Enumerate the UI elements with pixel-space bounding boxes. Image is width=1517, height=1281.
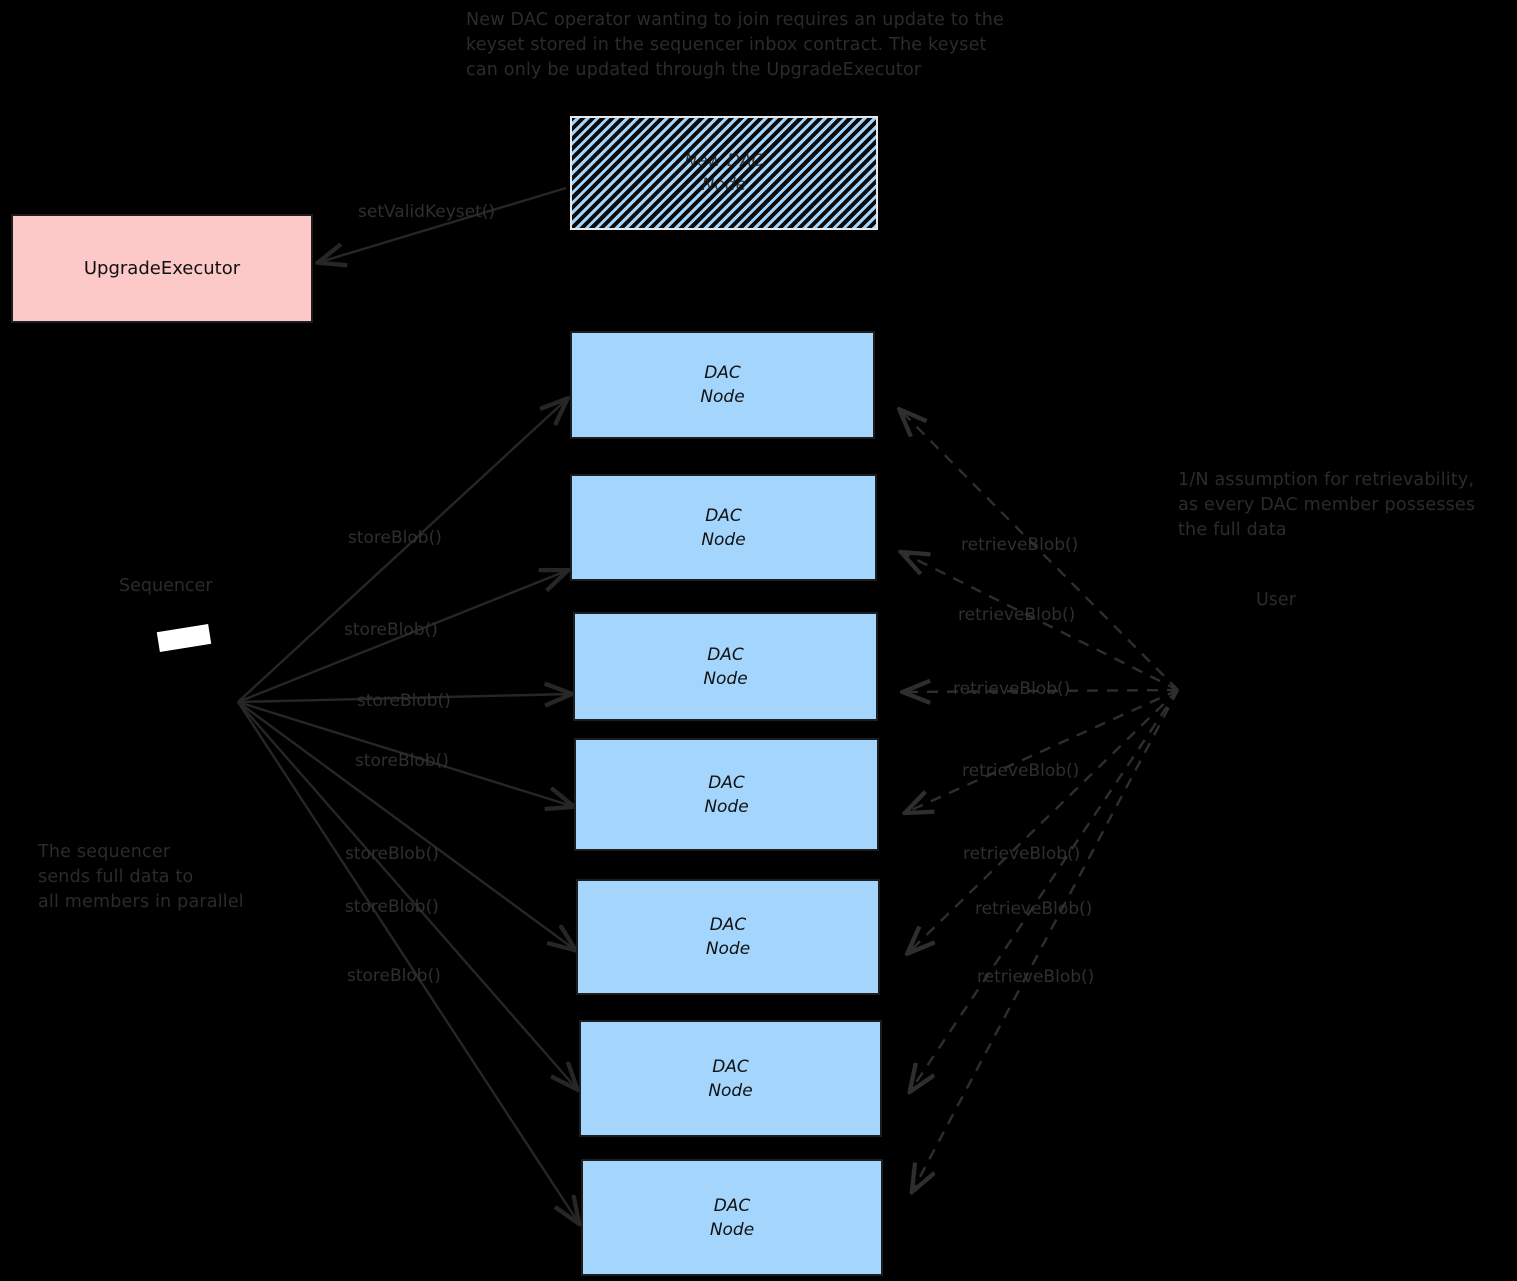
edge-label-storeblob-2: storeBlob() [344,620,438,640]
dac-node-6[interactable]: DAC Node [579,1020,882,1137]
dac-node-5[interactable]: DAC Node [576,879,880,995]
dac-node-4[interactable]: DAC Node [574,738,879,851]
sequencer-label: Sequencer [119,576,213,596]
dac-node-label: DAC Node [703,644,748,689]
dac-node-label: DAC Node [709,1195,755,1240]
edge-storeblob-7 [236,701,578,1222]
edge-setvalidkeyset [320,186,567,262]
edge-label-storeblob-6: storeBlob() [345,897,439,917]
sequencer-icon [156,624,212,652]
new-dac-node-label: New DAC Node [684,151,764,195]
edge-label-storeblob-4: storeBlob() [355,751,449,771]
edge-label-retrieveblob-2: retrieveBlob() [958,605,1076,625]
dac-node-label: DAC Node [700,363,745,407]
dac-node-label: DAC Node [701,505,746,550]
dac-node-label: DAC Node [708,1056,753,1101]
note-sequencer-parallel: The sequencer sends full data to all mem… [38,842,244,912]
dac-node-3[interactable]: DAC Node [573,612,878,721]
edge-retrieveblob-6 [911,689,1179,1090]
note-keyset-update: New DAC operator wanting to join require… [466,10,1004,80]
dac-node-2[interactable]: DAC Node [570,474,877,581]
new-dac-node-box[interactable]: New DAC Node [570,116,878,230]
edge-label-setvalidkeyset: setValidKeyset() [358,202,496,222]
note-retrievability: 1/N assumption for retrievability, as ev… [1178,470,1476,540]
edge-label-storeblob-1: storeBlob() [348,528,442,548]
dac-node-7[interactable]: DAC Node [581,1159,883,1276]
dac-node-label: DAC Node [705,915,751,959]
upgrade-executor-box[interactable]: UpgradeExecutor [11,214,313,323]
edge-label-retrieveblob-3: retrieveBlob() [953,679,1071,699]
edge-label-retrieveblob-4: retrieveBlob() [962,761,1080,781]
edge-label-storeblob-5: storeBlob() [345,844,439,864]
edge-storeblob-1 [237,400,566,703]
user-label: User [1256,590,1296,610]
edge-retrieveblob-4 [907,688,1179,812]
dac-node-1[interactable]: DAC Node [570,331,875,439]
dac-node-label: DAC Node [704,772,749,817]
edge-label-storeblob-7: storeBlob() [347,966,441,986]
edge-label-retrieveblob-6: retrieveBlob() [975,899,1093,919]
upgrade-executor-label: UpgradeExecutor [83,258,241,279]
edge-label-retrieveblob-1: retrieveBlob() [961,535,1079,555]
edge-label-retrieveblob-7: retrieveBlob() [977,967,1095,987]
edge-label-storeblob-3: storeBlob() [357,691,451,711]
edge-label-retrieveblob-5: retrieveBlob() [963,844,1081,864]
